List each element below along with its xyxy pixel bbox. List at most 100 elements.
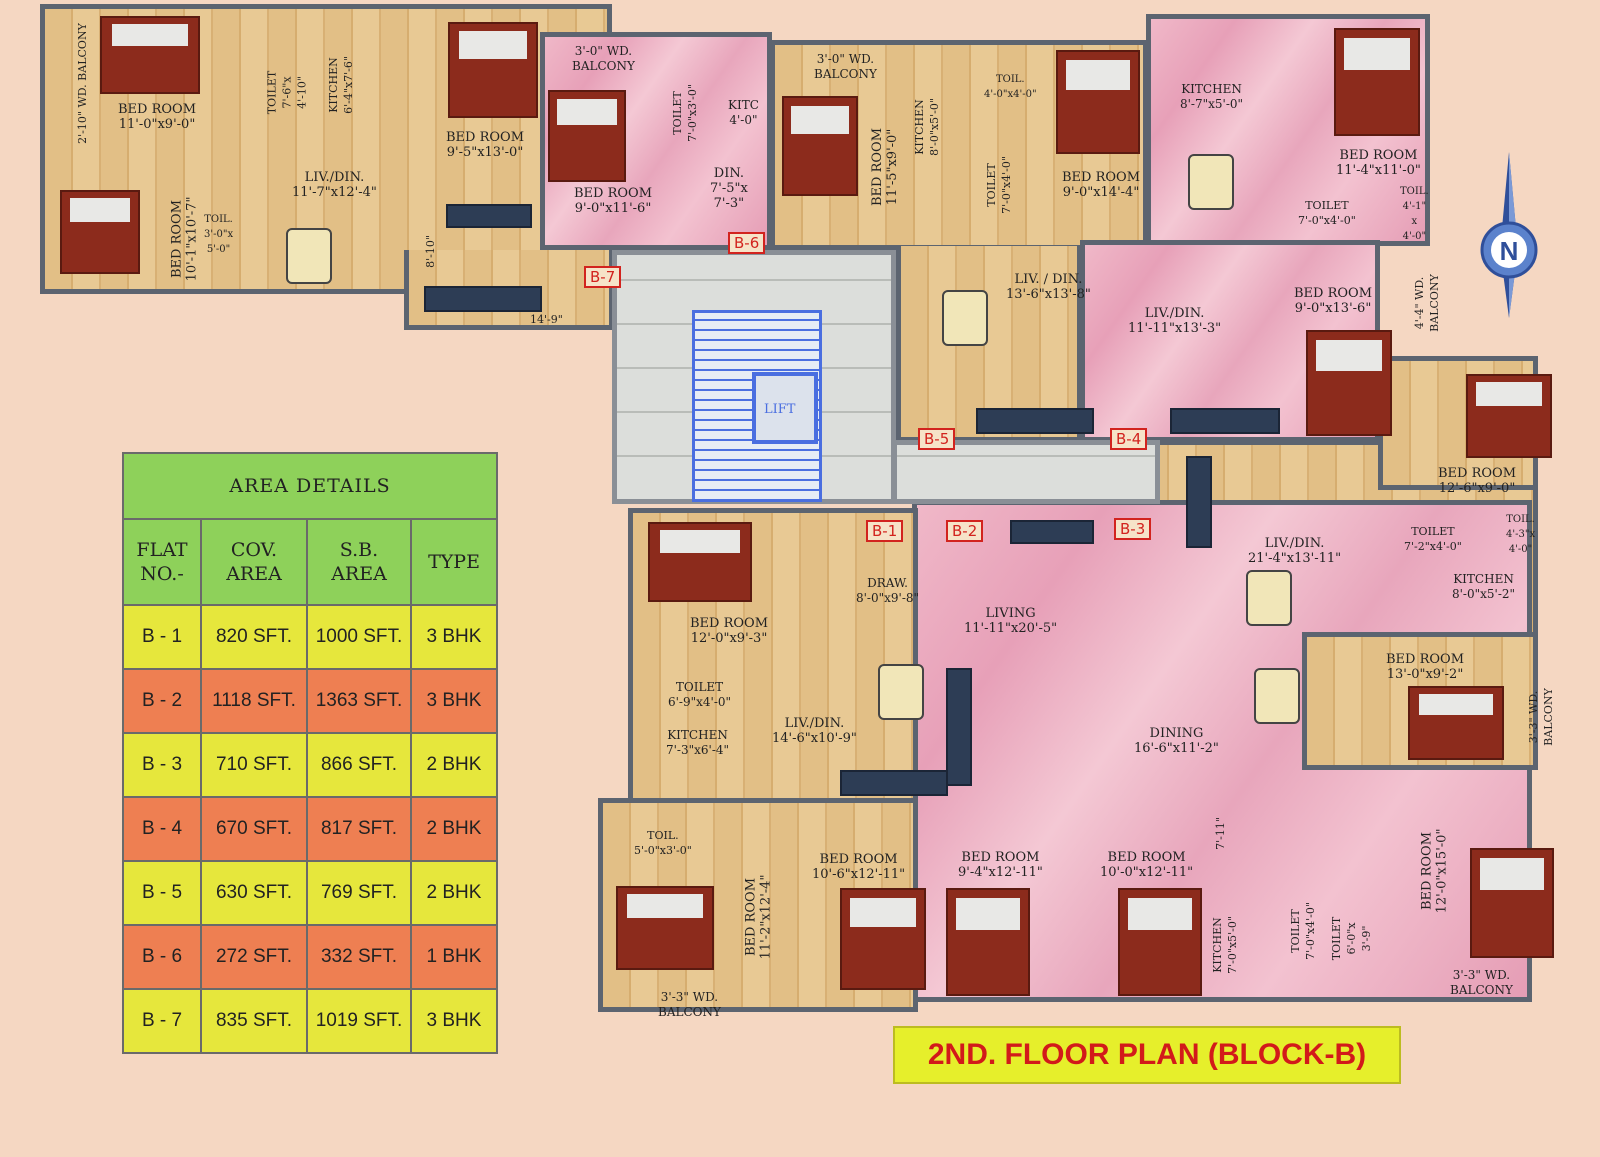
lift-label: LIFT (764, 402, 796, 417)
col-sb-area: S.B. AREA (306, 518, 412, 606)
bed (1466, 374, 1552, 458)
bed (1118, 888, 1202, 996)
compass-label: N (1500, 236, 1519, 266)
bed (1470, 848, 1554, 958)
cell: 1118 SFT. (200, 668, 308, 734)
dining-table (878, 664, 924, 720)
bed (946, 888, 1030, 996)
cell: 670 SFT. (200, 796, 308, 862)
cell: 3 BHK (410, 668, 498, 734)
area-details-table: AREA DETAILS FLAT NO.- COV. AREA S.B. AR… (122, 452, 498, 1054)
dining-table (1254, 668, 1300, 724)
room-label: DRAW.8'-0"x9'-8" (856, 576, 920, 605)
bed (1408, 686, 1504, 760)
cell: 1363 SFT. (306, 668, 412, 734)
area-details-heading: AREA DETAILS (122, 452, 498, 520)
bed (100, 16, 200, 94)
sofa (976, 408, 1094, 434)
sofa (946, 668, 972, 786)
flat-tag-b7: B-7 (584, 266, 622, 288)
bed (548, 90, 626, 182)
cell: 2 BHK (410, 860, 498, 926)
cell: B - 1 (122, 604, 202, 670)
cell: 2 BHK (410, 732, 498, 798)
cell: 3 BHK (410, 988, 498, 1054)
sofa (424, 286, 542, 312)
dining-table (1246, 570, 1292, 626)
sofa (1010, 520, 1094, 544)
sofa (1186, 456, 1212, 548)
dining-table (942, 290, 988, 346)
cell: B - 4 (122, 796, 202, 862)
sofa (1170, 408, 1280, 434)
flat-tag-b6: B-6 (728, 232, 766, 254)
room-label: TOIL.5'-0"x3'-0" (634, 829, 692, 857)
room-label: LIV./DIN.11'-11"x13'-3" (1128, 306, 1222, 336)
cell: 1000 SFT. (306, 604, 412, 670)
cell: B - 7 (122, 988, 202, 1054)
room-label: 3'-0" WD.BALCONY (814, 52, 877, 81)
col-cov-area: COV. AREA (200, 518, 308, 606)
cell: 1019 SFT. (306, 988, 412, 1054)
bed (60, 190, 140, 274)
flat-tag-b5: B-5 (918, 428, 956, 450)
cell: 835 SFT. (200, 988, 308, 1054)
dimension-label: 8'-10" (423, 235, 437, 268)
cell: 769 SFT. (306, 860, 412, 926)
cell: 866 SFT. (306, 732, 412, 798)
bed (616, 886, 714, 970)
cell: B - 6 (122, 924, 202, 990)
cell: B - 5 (122, 860, 202, 926)
cell: B - 2 (122, 668, 202, 734)
dimension-label: 14'-9" (530, 313, 563, 326)
cell: 820 SFT. (200, 604, 308, 670)
bed (840, 888, 926, 990)
room-label: LIV./DIN.14'-6"x10'-9" (772, 716, 857, 746)
room-label: LIV. / DIN.13'-6"x13'-8" (1006, 272, 1091, 302)
bed (1056, 50, 1140, 154)
room-label: 2'-10" WD. BALCONY (75, 23, 89, 144)
flat-tag-b1: B-1 (866, 520, 904, 542)
cell: 1 BHK (410, 924, 498, 990)
bed (448, 22, 538, 118)
room-label: 3'-3" WD.BALCONY (658, 990, 721, 1019)
flat-tag-b3: B-3 (1114, 518, 1152, 540)
cell: 817 SFT. (306, 796, 412, 862)
lift-shaft (752, 372, 818, 444)
cell: 332 SFT. (306, 924, 412, 990)
sofa (840, 770, 948, 796)
north-compass-icon: N (1480, 152, 1538, 318)
cell: 710 SFT. (200, 732, 308, 798)
cell: 272 SFT. (200, 924, 308, 990)
flat-tag-b4: B-4 (1110, 428, 1148, 450)
